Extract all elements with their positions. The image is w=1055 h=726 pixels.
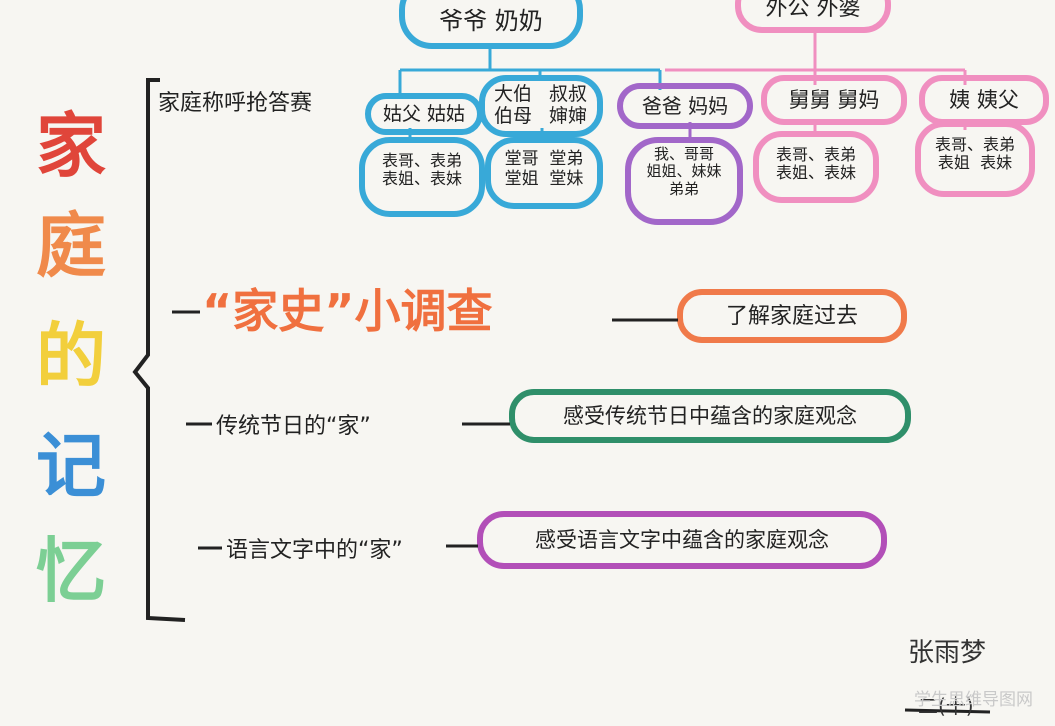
node-cousins-maternal-aunt: 表哥、表弟 表姐 表妹 <box>934 135 1015 173</box>
cloud-cousins-paternal-uncle <box>485 137 603 209</box>
node-cousins-paternal-uncle: 堂哥 堂弟 堂姐 堂妹 <box>504 149 584 189</box>
title-char-4: 记 <box>36 425 106 507</box>
title-char-3: 的 <box>36 315 106 397</box>
title-char-1: 家 <box>36 105 106 187</box>
cloud-language-note <box>477 511 887 569</box>
node-uncle-maternal: 舅舅 舅妈 <box>788 88 880 112</box>
cloud-top-paternal <box>399 0 583 49</box>
cloud-survey-note <box>677 289 907 343</box>
cloud-cousins-paternal-aunt <box>359 137 485 217</box>
cloud-siblings <box>625 137 743 225</box>
cloud-parents <box>617 83 753 129</box>
branch-connectors <box>172 310 991 714</box>
cloud-festival-note <box>509 389 911 443</box>
branch-history-survey: “家史”小调查 <box>202 284 493 338</box>
signature-name: 张雨梦 <box>908 638 987 668</box>
node-parents: 爸爸 妈妈 <box>641 94 729 118</box>
title-char-5: 忆 <box>36 530 106 612</box>
branch-festival-note: 感受传统节日中蕴含的家庭观念 <box>563 404 857 428</box>
node-cousins-maternal-uncle: 表哥、表弟 表姐、表妹 <box>775 145 856 183</box>
node-cousins-paternal-aunt: 表哥、表弟 表姐、表妹 <box>381 151 462 189</box>
branch-festival: 传统节日的“家” <box>216 414 371 439</box>
node-siblings: 我、哥哥 姐姐、妹妹 弟弟 <box>646 145 722 198</box>
main-brace <box>132 78 186 622</box>
node-aunt-paternal: 姑父 姑姑 <box>382 103 466 125</box>
node-uncle-paternal-2: 叔叔 <box>548 83 587 105</box>
node-aunt-maternal: 姨 姨父 <box>949 88 1019 112</box>
cloud-top-maternal <box>735 0 891 33</box>
node-aunt-paternal-1: 伯母 <box>493 105 532 127</box>
node-top-paternal: 爷爷 奶奶 <box>439 7 543 35</box>
signature-class: 二(十) <box>918 694 974 718</box>
node-uncle-paternal-1: 大伯 <box>493 83 532 105</box>
branch-language-note: 感受语言文字中蕴含的家庭观念 <box>535 528 829 552</box>
cloud-uncles-paternal <box>479 75 603 137</box>
quiz-label: 家庭称呼抢答赛 <box>158 91 313 116</box>
title-char-2: 庭 <box>36 205 106 287</box>
watermark: 学生思维导图网 <box>914 690 1033 710</box>
cloud-cousins-maternal-uncle <box>753 131 879 203</box>
cloud-uncle-maternal <box>761 75 907 125</box>
node-aunt-paternal-2: 婶婶 <box>548 105 587 127</box>
node-top-maternal: 外公 外婆 <box>765 0 861 21</box>
branch-history-survey-note: 了解家庭过去 <box>725 304 858 329</box>
cloud-cousins-maternal-aunt <box>915 121 1035 197</box>
branch-language: 语言文字中的“家” <box>226 538 403 563</box>
